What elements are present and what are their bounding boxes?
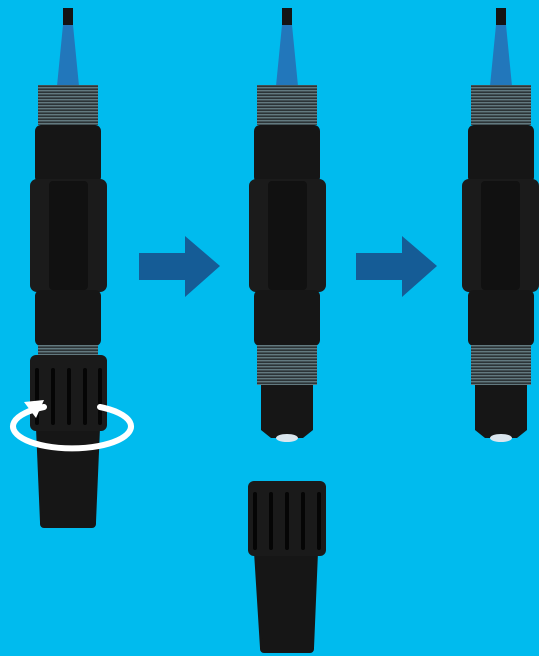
lower-thread	[38, 345, 98, 357]
lower-body	[468, 290, 534, 346]
cable-end	[496, 8, 506, 26]
cable-strain-relief	[490, 25, 512, 86]
probe-step-3	[462, 8, 539, 442]
cap-sleeve	[36, 428, 100, 522]
cable-strain-relief	[57, 25, 79, 86]
hex-nut-face	[268, 181, 307, 290]
upper-body	[35, 125, 101, 183]
lower-thread	[471, 345, 531, 385]
cap-grip-ridges	[35, 368, 102, 425]
hex-nut-face	[49, 181, 88, 290]
lower-body	[254, 290, 320, 346]
lower-body	[35, 290, 101, 346]
cap-sleeve	[254, 552, 318, 648]
hex-nut-face	[481, 181, 520, 290]
upper-body	[468, 125, 534, 183]
upper-body	[254, 125, 320, 183]
cap-sleeve-bottom	[260, 638, 314, 653]
upper-thread	[257, 85, 317, 125]
arrow-right-icon	[356, 236, 437, 297]
cable-end	[282, 8, 292, 26]
probe-step-1	[10, 8, 134, 528]
upper-thread	[38, 85, 98, 125]
cable-end	[63, 8, 73, 26]
sensor-tip	[261, 385, 313, 438]
lower-thread	[257, 345, 317, 385]
cap-grip-ridges	[253, 492, 321, 550]
protective-cap-attached	[30, 355, 107, 528]
sensor-bulb	[276, 434, 298, 442]
arrow-right-icon	[139, 236, 220, 297]
upper-thread	[471, 85, 531, 125]
sensor-tip	[475, 385, 527, 438]
rotate-icon	[10, 400, 134, 452]
sensor-bulb	[490, 434, 512, 442]
probe-step-2	[249, 8, 326, 442]
cap-sleeve-bottom	[40, 512, 96, 528]
cable-strain-relief	[276, 25, 298, 86]
protective-cap-removed	[248, 481, 326, 653]
